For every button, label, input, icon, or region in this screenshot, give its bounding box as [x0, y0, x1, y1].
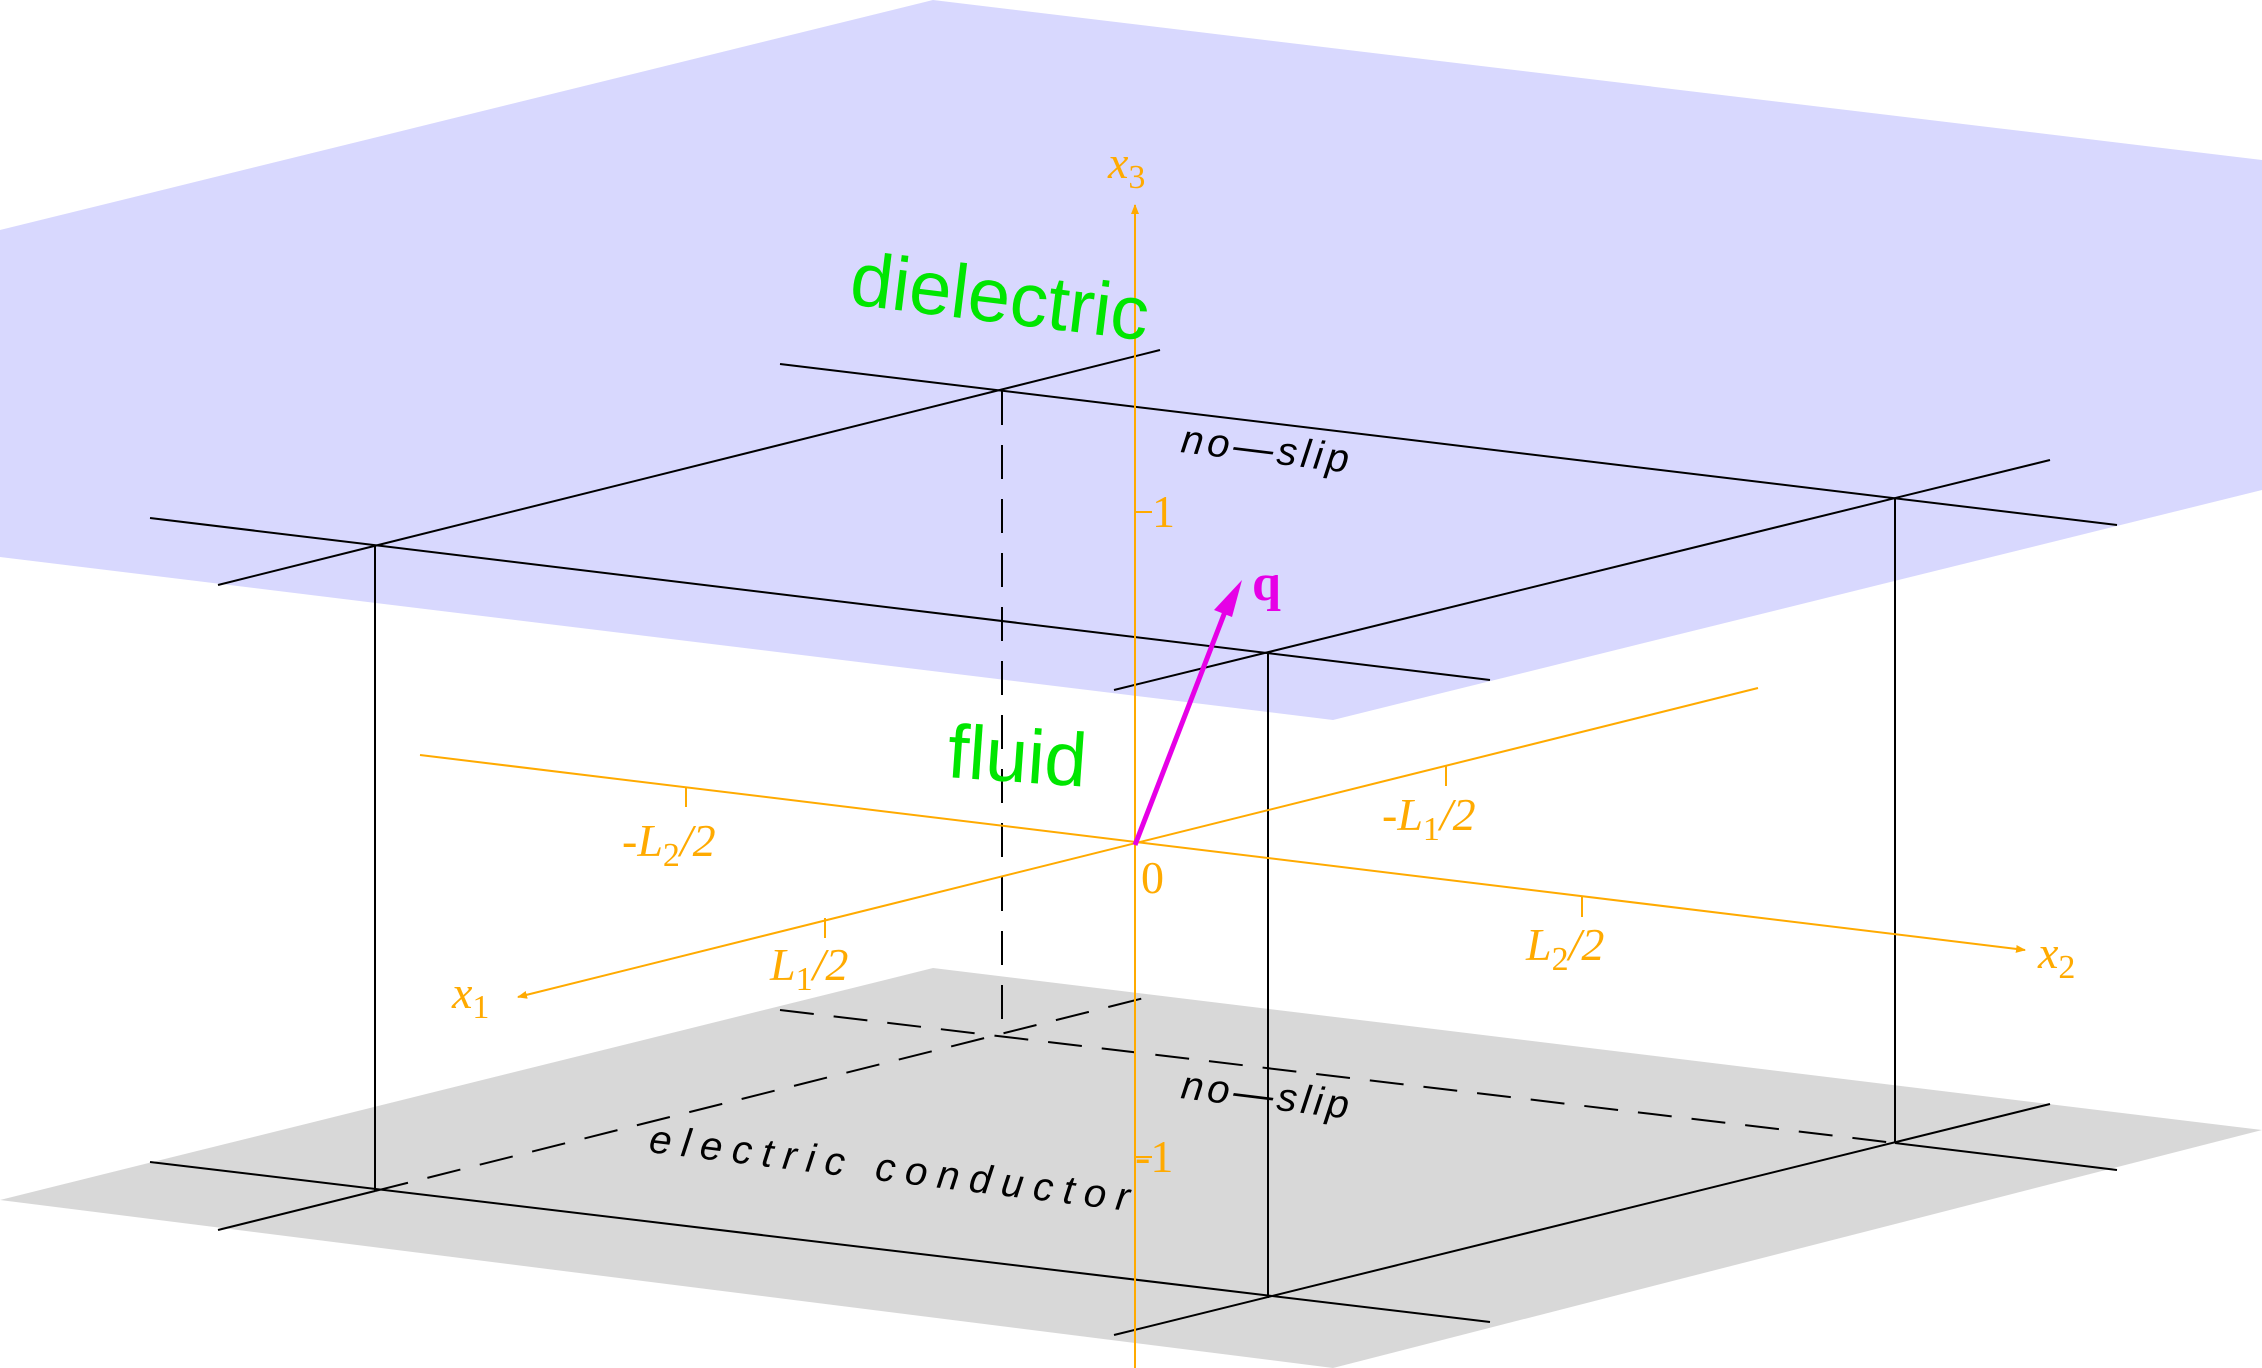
vector-q-head [1214, 580, 1242, 617]
x3-tick-pos-label: 1 [1152, 486, 1175, 537]
vector-q-label: q [1252, 555, 1281, 612]
x2-axis [419, 754, 2026, 953]
x3-axis-label: x3 [1107, 137, 1145, 196]
vertical-edges [374, 391, 1896, 1298]
neg-l2-label: -L2/2 [622, 815, 716, 874]
vector-q [1132, 580, 1242, 846]
x1-axis-label: x1 [451, 967, 489, 1026]
pos-l2-label: L2/2 [1525, 919, 1604, 978]
x2-axis-label: x2 [2037, 927, 2075, 986]
dielectric-plane [0, 0, 2262, 720]
conductor-plane [0, 968, 2262, 1368]
origin-label: 0 [1141, 852, 1164, 903]
neg-l1-label: -L1/2 [1382, 789, 1476, 848]
x3-tick-neg-label: -1 [1135, 1131, 1173, 1182]
vector-q-shaft [1132, 603, 1231, 846]
pos-l1-label: L1/2 [769, 939, 848, 998]
fluid-label: fluid [945, 709, 1090, 804]
